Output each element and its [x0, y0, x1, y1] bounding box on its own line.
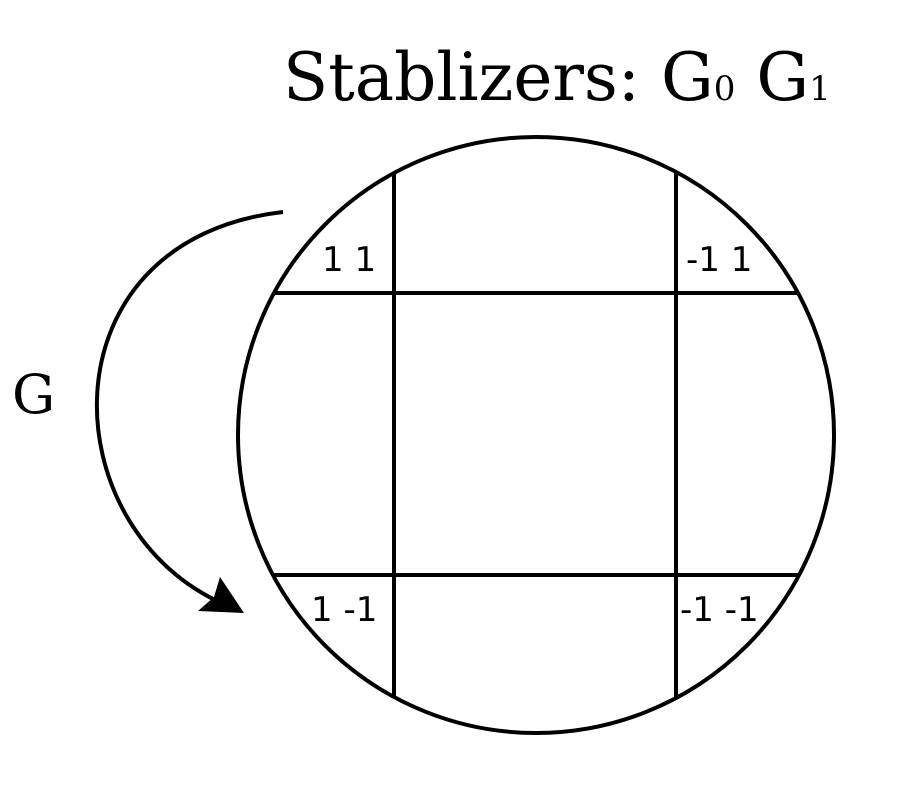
- cell-label-bottom-right: -1 -1: [680, 590, 759, 630]
- operator-arrow: [94, 210, 284, 607]
- grid-lines: [238, 137, 834, 733]
- operator-label: G: [12, 363, 55, 426]
- arrowhead-icon: [198, 577, 244, 613]
- title: Stablizers: G0 G1: [283, 39, 831, 116]
- title-space: [735, 39, 756, 116]
- title-g0-sub: 0: [714, 69, 736, 109]
- cell-label-bottom-left: 1 -1: [311, 590, 377, 630]
- title-g0-base: G: [661, 39, 714, 116]
- title-g1-sub: 1: [809, 69, 831, 109]
- state-space-circle: [236, 135, 836, 735]
- cell-label-top-right: -1 1: [686, 240, 752, 280]
- cell-label-top-left: 1 1: [322, 240, 376, 280]
- title-prefix: Stablizers:: [283, 39, 661, 116]
- title-g1-base: G: [756, 39, 809, 116]
